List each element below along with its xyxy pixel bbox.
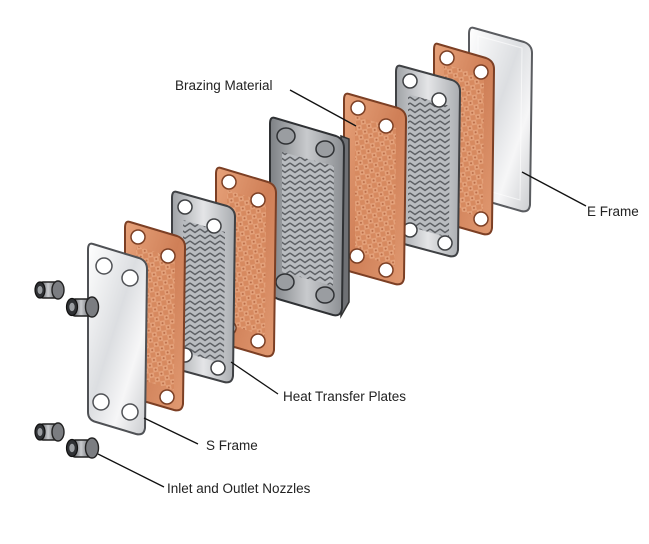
s-frame-plate <box>87 242 149 436</box>
label-inlet-outlet-nozzles: Inlet and Outlet Nozzles <box>167 481 311 496</box>
heat-transfer-plate-3 <box>395 64 462 258</box>
leader-e-frame <box>521 171 587 207</box>
leader-heat-transfer-plates <box>230 361 279 395</box>
leader-nozzles <box>97 453 165 488</box>
leader-s-frame <box>143 417 199 445</box>
brazed-plate-stack <box>269 116 350 319</box>
heat-transfer-plate-1 <box>171 190 237 384</box>
brazing-copper-plate-3 <box>343 92 408 286</box>
nozzle-top-back <box>34 280 65 300</box>
label-brazing-material: Brazing Material <box>175 78 273 93</box>
nozzle-bottom-back <box>34 422 65 442</box>
nozzle-top-front <box>65 296 100 318</box>
nozzle-bottom-front <box>65 437 100 459</box>
label-heat-transfer-plates: Heat Transfer Plates <box>283 389 406 404</box>
label-e-frame: E Frame <box>587 204 639 219</box>
label-s-frame: S Frame <box>206 438 258 453</box>
leader-brazing-material <box>289 89 357 127</box>
